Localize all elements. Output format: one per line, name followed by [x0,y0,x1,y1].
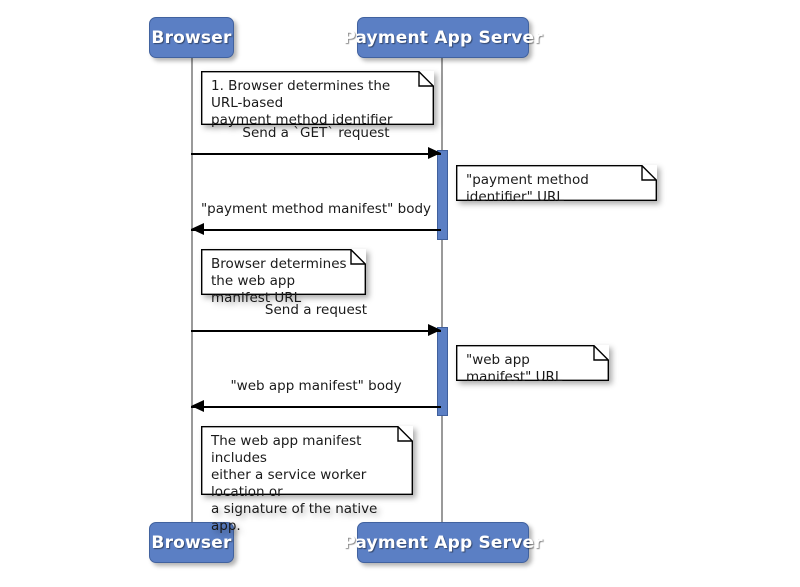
message-payment-method-manifest-body-label: "payment method manifest" body [200,201,432,217]
participant-browser-top[interactable]: Browser [149,17,234,58]
message-line-1 [191,153,441,155]
message-web-app-manifest-body: "web app manifest" body [191,378,441,416]
note-browser-determines-identifier: 1. Browser determines the URL-based paym… [201,71,434,128]
note-shape-3 [201,249,366,295]
arrowhead-left-4 [191,400,204,412]
note-text-4: "web app manifest" URL [466,352,563,385]
activation-bar-server-2 [437,327,448,416]
lifeline-browser [191,57,193,523]
note-text-2: "payment method identifier" URL [466,172,589,205]
participant-browser-bottom-label: Browser [151,532,232,553]
note-payment-method-identifier-url: "payment method identifier" URL [456,165,657,205]
participant-payment-app-server-top-label: Payment App Server [343,27,543,48]
arrowhead-left-2 [191,223,204,235]
note-web-app-manifest-url: "web app manifest" URL [456,345,609,385]
message-line-2 [191,229,441,231]
arrowhead-right-1 [428,147,441,159]
note-shape-1 [201,71,434,125]
message-line-3 [191,330,441,332]
message-payment-method-manifest-body: "payment method manifest" body [191,201,441,239]
note-shape-5 [201,426,413,495]
message-send-a-request-label: Send a request [264,302,368,318]
note-browser-determines-web-app-manifest-url: Browser determines the web app manifest … [201,249,366,306]
participant-payment-app-server-bottom-label: Payment App Server [343,532,543,553]
lifeline-payment-app-server [441,57,443,523]
message-send-get-request: Send a `GET` request [191,125,441,163]
participant-payment-app-server-bottom[interactable]: Payment App Server [343,522,543,563]
note-web-app-manifest-includes: The web app manifest includes either a s… [201,426,413,534]
message-line-4 [191,406,441,408]
participant-browser-bottom[interactable]: Browser [149,522,234,563]
message-send-a-request: Send a request [191,302,441,340]
activation-bar-server-1 [437,150,448,240]
message-send-get-request-label: Send a `GET` request [242,125,390,141]
message-web-app-manifest-body-label: "web app manifest" body [230,378,402,394]
note-shape-4 [456,345,609,381]
participant-payment-app-server-top[interactable]: Payment App Server [343,17,543,58]
note-text-1: 1. Browser determines the URL-based paym… [211,78,393,128]
note-text-3: Browser determines the web app manifest … [211,256,347,306]
arrowhead-right-3 [428,324,441,336]
participant-browser-top-label: Browser [151,27,232,48]
note-text-5: The web app manifest includes either a s… [211,433,378,534]
note-shape-2 [456,165,657,201]
